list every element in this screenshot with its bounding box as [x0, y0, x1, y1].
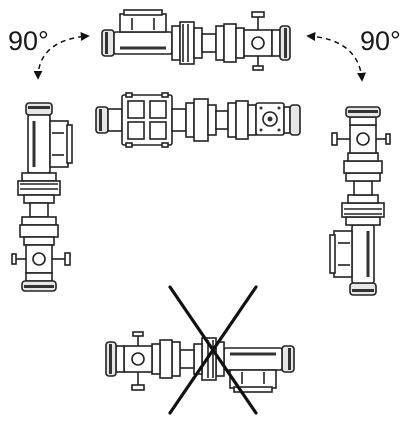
curved-arrow-icon: [33, 32, 90, 80]
assembly-top: [100, 8, 292, 72]
x-mark-icon: [168, 285, 258, 415]
assembly-middle: [95, 92, 301, 148]
angle-label-right: 90°: [360, 26, 401, 56]
assembly-left: [10, 101, 74, 293]
assembly-right: [328, 105, 392, 297]
assembly-bottom: [104, 330, 296, 394]
curved-arrow-icon: [306, 31, 366, 82]
